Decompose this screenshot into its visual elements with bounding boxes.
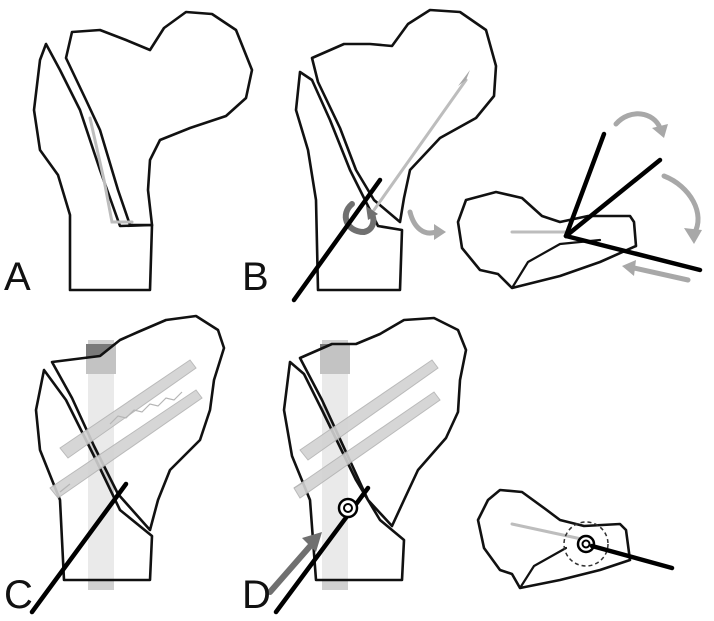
panel-d-push-arrow [267,541,315,595]
panel-d-drill-point-inner [343,503,353,513]
panel-b-axial-rotate-arrow-top [613,111,663,131]
panel-c-screw-lower [49,389,203,499]
panel-b-axial-bone [456,190,638,290]
panel-b-axial-push-arrow [631,265,691,283]
panel-d-axial-wire[interactable] [589,543,675,571]
panel-a-head-fragment [64,10,254,227]
panel-d-drill-point-outer [337,497,359,519]
panel-b-rotate-arrow-left [342,201,377,236]
panel-c: C [4,314,226,617]
panel-b-head-fragment [310,8,498,224]
panel-d-axial-drill-point-inner [581,539,591,549]
panel-a: A [4,10,254,299]
panel-b-axial-wire-2[interactable] [563,157,663,239]
panel-d-shaft-fragment [282,360,406,582]
panel-d-axial-view [476,488,675,590]
panel-b-label: B [242,255,269,299]
panel-d-axial-drill-point-outer [576,534,596,554]
panel-c-label: C [4,573,33,617]
panel-b-axial-rotate-arrow-right [661,173,701,237]
panel-b-axial-wire-1[interactable] [563,131,607,239]
panel-b-axial-push-arrow-head [622,260,636,276]
panel-d-axial-fracture [518,546,568,590]
panel-a-shaft-fragment [32,42,154,292]
panel-b-axial-wire-3[interactable] [563,233,703,273]
panel-d-axial-gray-pin [510,522,588,542]
panel-d-axial-dashed-circle [563,521,609,567]
panel-d-screw-upper [299,359,439,461]
panel-b-rotate-arrow-right-head [434,224,446,240]
panel-b-axial-rotate-arrow-right-head [684,228,702,244]
panel-b-guide-pin-tip [458,70,470,86]
panel-b-axial-rotate-arrow-top-head [652,124,668,138]
panel-d-label: D [242,573,271,617]
panel-d-axial-bone [476,488,632,590]
panel-b-shaft-fragment [294,70,404,292]
panel-b-guide-pin [372,78,468,212]
panel-b-joystick-wire[interactable] [291,177,383,303]
panel-b-axial-fracture [510,238,602,290]
panel-a-fracture-line [88,116,134,224]
panel-b-rotate-arrow-right [407,209,439,236]
panel-d-screw-lower [293,391,441,499]
panel-c-screw-upper [59,359,197,459]
panel-b-rotate-arrow-left-head [366,206,378,220]
panel-b: B [242,8,498,303]
panel-d-push-arrow-head [302,532,322,552]
panel-a-label: A [4,255,31,299]
panel-b-axial-view [456,111,703,290]
panel-d: D [242,316,468,617]
panel-c-wire[interactable] [29,481,129,615]
